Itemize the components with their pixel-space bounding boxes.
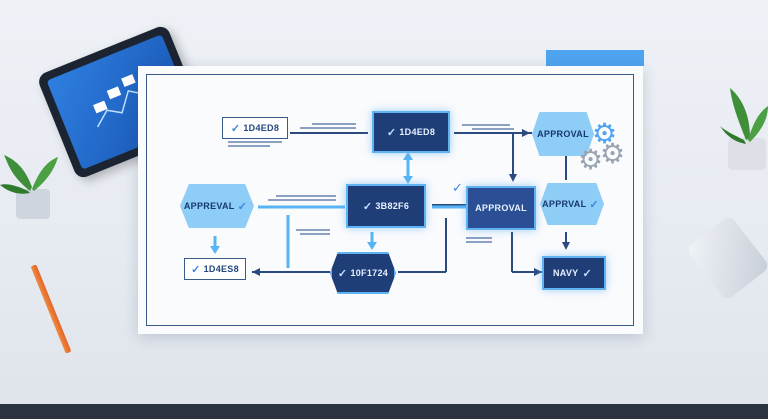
node-label: APPROVAL: [537, 129, 589, 139]
desk-edge: [0, 404, 768, 419]
node-top-center: ✓ 1D4ED8: [372, 111, 450, 153]
node-label: APPRVAL: [542, 199, 587, 209]
check-icon: ✓: [237, 200, 248, 213]
node-label: 10F1724: [350, 268, 389, 278]
node-mid-center: ✓ 3B82F6: [346, 184, 426, 228]
check-icon: ✓: [582, 267, 593, 280]
tape-strip: [546, 50, 644, 66]
node-mid-left: APPREVAL ✓: [180, 184, 254, 228]
check-icon: ✓: [337, 267, 348, 280]
check-icon: ✓: [589, 198, 599, 211]
check-icon: ✓: [452, 180, 463, 195]
node-mid-right: APPROVAL: [466, 186, 536, 230]
check-icon: ✓: [230, 122, 241, 135]
node-label: 1D4ES8: [203, 264, 239, 274]
check-icon: ✓: [191, 263, 201, 276]
gear-icon: ⚙: [592, 118, 618, 149]
tablet: [36, 23, 208, 181]
check-icon: ✓: [386, 126, 397, 139]
node-label: 1D4ED8: [243, 123, 280, 133]
check-icon: ✓: [362, 200, 373, 213]
node-far-right-mid: APPRVAL ✓: [540, 183, 604, 225]
paper-frame: [146, 74, 634, 326]
node-bottom-left: ✓ 1D4ES8: [184, 258, 246, 280]
plant-right: [720, 88, 768, 170]
node-top-right: APPROVAL: [532, 112, 594, 156]
node-bottom-center: ✓ 10F1724: [330, 252, 396, 294]
node-label: APPREVAL: [183, 201, 235, 211]
gear-icon: ⚙: [600, 138, 626, 169]
node-label: 1D4ED8: [399, 127, 436, 137]
node-bottom-right: NAVY ✓: [542, 256, 606, 290]
gear-icon: ⚙: [578, 144, 604, 175]
plant-left: [0, 155, 58, 219]
node-label: NAVY: [552, 268, 579, 278]
node-top-left: ✓ 1D4ED8: [222, 117, 288, 139]
tablet-screen: [46, 34, 198, 170]
tablet-diagram: [93, 74, 150, 128]
node-label: 3B82F6: [375, 201, 410, 211]
node-label: APPROVAL: [475, 203, 527, 213]
